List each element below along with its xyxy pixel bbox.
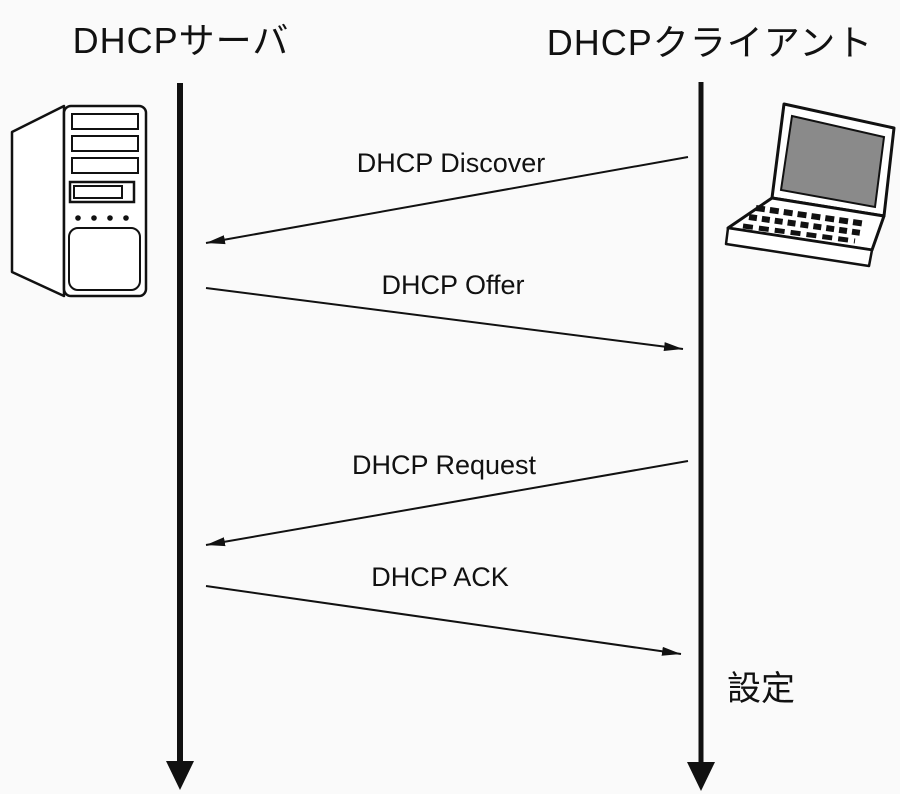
message-label-dhcp-discover: DHCP Discover — [356, 148, 546, 178]
configuration-note: 設定 — [727, 670, 795, 708]
message-label-dhcp-request: DHCP Request — [351, 450, 537, 480]
laptop-icon — [724, 102, 896, 268]
server-tower-icon — [10, 104, 148, 298]
message-label-dhcp-offer: DHCP Offer — [381, 270, 525, 300]
message-arrow-dhcp-request — [205, 460, 689, 547]
server-title: DHCPサーバ — [72, 20, 290, 61]
message-arrow-dhcp-discover — [205, 156, 689, 245]
message-arrow-dhcp-ack — [205, 585, 682, 656]
server-lifeline — [166, 83, 194, 790]
message-arrow-dhcp-offer — [205, 287, 684, 352]
client-title: DHCPクライアント — [546, 22, 874, 63]
client-lifeline — [687, 82, 715, 791]
message-label-dhcp-ack: DHCP ACK — [371, 562, 509, 592]
